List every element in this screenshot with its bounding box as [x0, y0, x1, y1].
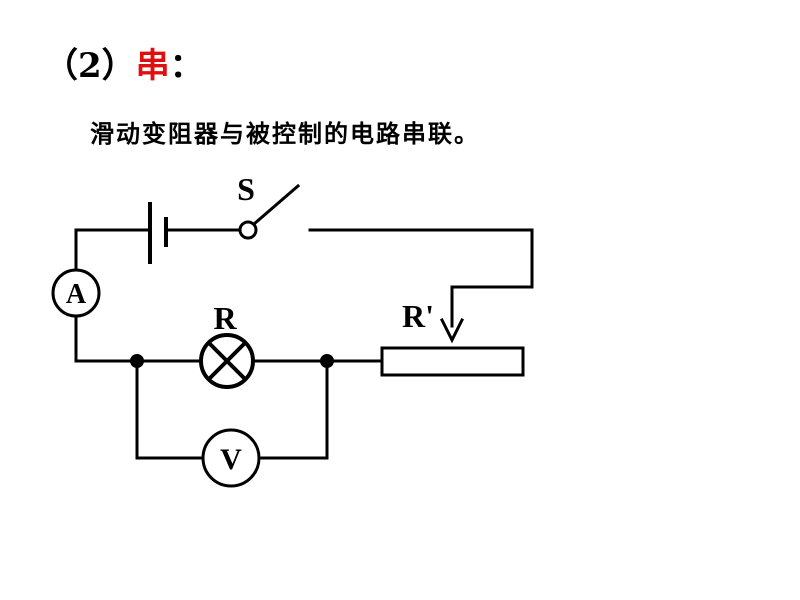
ammeter-icon	[51, 268, 101, 318]
wire-left-bottom	[74, 314, 200, 363]
section-heading: （2）串：	[44, 38, 204, 87]
rheostat-slider-arrow	[439, 317, 465, 344]
section-number: （2）	[44, 46, 136, 86]
wire-voltmeter-right	[260, 359, 329, 460]
wire-top-right	[308, 228, 534, 328]
wire-left-top	[74, 228, 150, 272]
rheostat-resistor	[380, 346, 525, 377]
description-text: 滑动变阻器与被控制的电路串联。	[90, 119, 480, 148]
voltmeter-label: V	[220, 443, 242, 476]
section-keyword: 串	[135, 46, 170, 86]
switch-label: S	[237, 171, 255, 207]
voltmeter-icon	[201, 428, 261, 488]
wire-voltmeter-left	[135, 359, 202, 460]
junction-left	[130, 354, 144, 368]
switch-lever	[251, 183, 301, 227]
rheostat-label: R'	[402, 298, 434, 334]
section-colon: ：	[169, 46, 204, 86]
switch-contact	[238, 220, 258, 240]
junction-right	[320, 354, 334, 368]
ammeter-label: A	[66, 279, 87, 310]
lamp-label: R	[213, 300, 237, 336]
